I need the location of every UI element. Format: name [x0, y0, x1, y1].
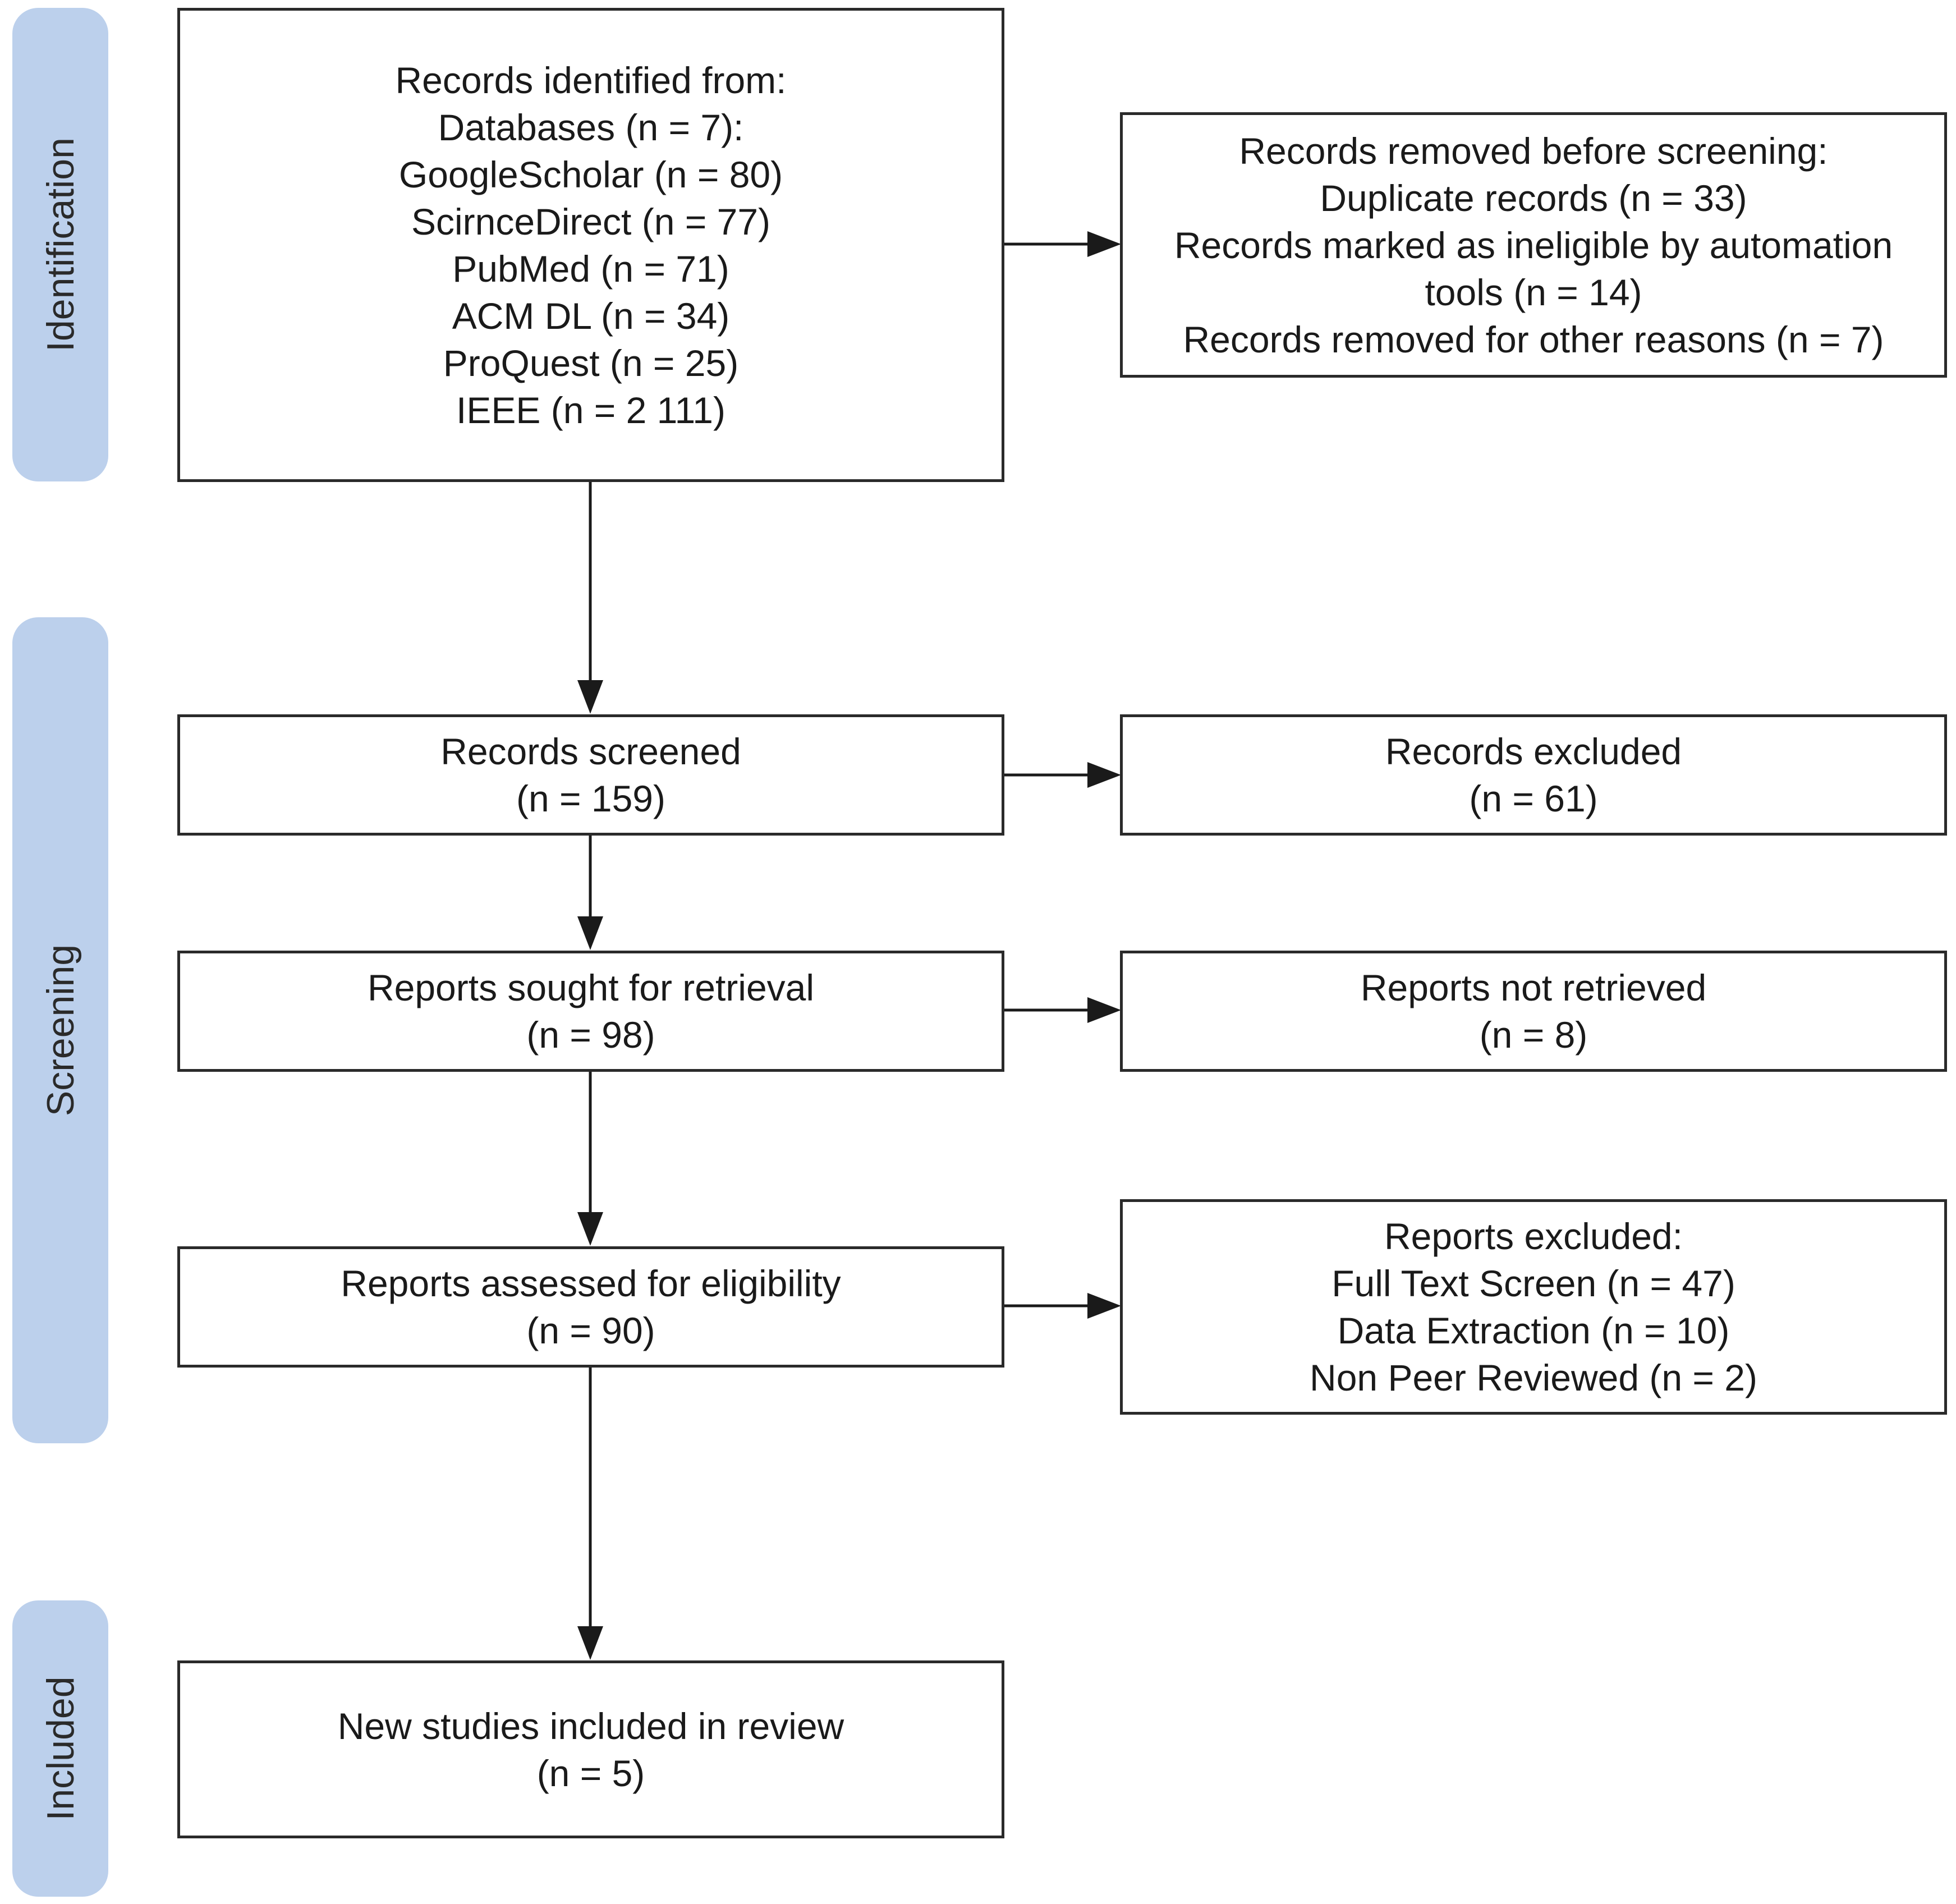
text-line: (n = 90) [526, 1310, 655, 1351]
phase-included: Included [12, 1600, 108, 1897]
text-line: Non Peer Reviewed (n = 2) [1310, 1357, 1757, 1398]
box-reports-sought: Reports sought for retrieval (n = 98) [177, 951, 1004, 1072]
text-line: IEEE (n = 2 111) [456, 389, 726, 431]
arrowhead-identified-to-screened [577, 680, 603, 714]
text-line: Reports sought for retrieval [367, 967, 815, 1008]
phase-screening: Screening [12, 617, 108, 1443]
text-line: New studies included in review [337, 1705, 844, 1747]
text-line: Records removed before screening: [1239, 130, 1828, 172]
text-line: Databases (n = 7): [438, 106, 744, 148]
text-line: Records screened [440, 731, 741, 772]
arrowhead-sought-to-assessed [577, 1212, 603, 1246]
box-records-screened: Records screened (n = 159) [177, 714, 1004, 836]
arrowhead-screened-to-sought [577, 916, 603, 950]
text-line: (n = 8) [1479, 1014, 1588, 1056]
box-reports-excluded-text: Reports excluded: Full Text Screen (n = … [1310, 1213, 1757, 1401]
arrowhead-identified-to-removed [1087, 231, 1121, 257]
arrowhead-screened-to-excluded [1087, 762, 1121, 788]
box-records-removed-text: Records removed before screening: Duplic… [1174, 127, 1893, 363]
text-line: (n = 159) [516, 778, 665, 819]
box-reports-sought-text: Reports sought for retrieval (n = 98) [368, 964, 814, 1058]
arrowhead-sought-to-not-retrieved [1087, 997, 1121, 1023]
text-line: (n = 61) [1469, 778, 1598, 819]
box-records-removed: Records removed before screening: Duplic… [1120, 112, 1947, 378]
text-line: Full Text Screen (n = 47) [1331, 1263, 1735, 1304]
box-reports-assessed-text: Reports assessed for eligibility (n = 90… [341, 1260, 841, 1354]
text-line: Reports not retrieved [1360, 967, 1707, 1008]
phase-identification: Identification [12, 8, 108, 481]
text-line: tools (n = 14) [1425, 271, 1642, 313]
text-line: (n = 98) [526, 1014, 655, 1056]
box-records-identified: Records identified from: Databases (n = … [177, 8, 1004, 482]
text-line: Data Extraction (n = 10) [1337, 1310, 1730, 1351]
box-reports-excluded: Reports excluded: Full Text Screen (n = … [1120, 1199, 1947, 1415]
text-line: PubMed (n = 71) [452, 247, 729, 290]
text-line: Duplicate records (n = 33) [1320, 177, 1747, 219]
box-reports-not-retrieved-text: Reports not retrieved (n = 8) [1361, 964, 1706, 1058]
text-line: ProQuest (n = 25) [443, 342, 739, 384]
box-studies-included: New studies included in review (n = 5) [177, 1660, 1004, 1838]
box-studies-included-text: New studies included in review (n = 5) [338, 1703, 844, 1797]
box-reports-not-retrieved: Reports not retrieved (n = 8) [1120, 951, 1947, 1072]
text-line: Reports assessed for eligibility [341, 1263, 841, 1304]
box-records-excluded: Records excluded (n = 61) [1120, 714, 1947, 836]
box-reports-assessed: Reports assessed for eligibility (n = 90… [177, 1246, 1004, 1368]
text-line: Records marked as ineligible by automati… [1174, 224, 1893, 266]
text-line: GoogleScholar (n = 80) [398, 153, 783, 195]
text-line: Records excluded [1385, 731, 1682, 772]
text-line: ACM DL (n = 34) [452, 295, 730, 337]
arrowhead-assessed-to-included [577, 1626, 603, 1660]
text-line: Reports excluded: [1384, 1215, 1683, 1257]
box-records-excluded-text: Records excluded (n = 61) [1385, 728, 1682, 822]
box-records-screened-text: Records screened (n = 159) [440, 728, 741, 822]
text-line: Records removed for other reasons (n = 7… [1183, 318, 1884, 360]
text-line: (n = 5) [536, 1752, 645, 1794]
arrowhead-assessed-to-reports-excluded [1087, 1293, 1121, 1319]
text-line: Records identified from: [395, 59, 787, 101]
box-records-identified-text: Records identified from: Databases (n = … [396, 57, 787, 434]
text-line: ScirnceDirect (n = 77) [411, 200, 771, 242]
